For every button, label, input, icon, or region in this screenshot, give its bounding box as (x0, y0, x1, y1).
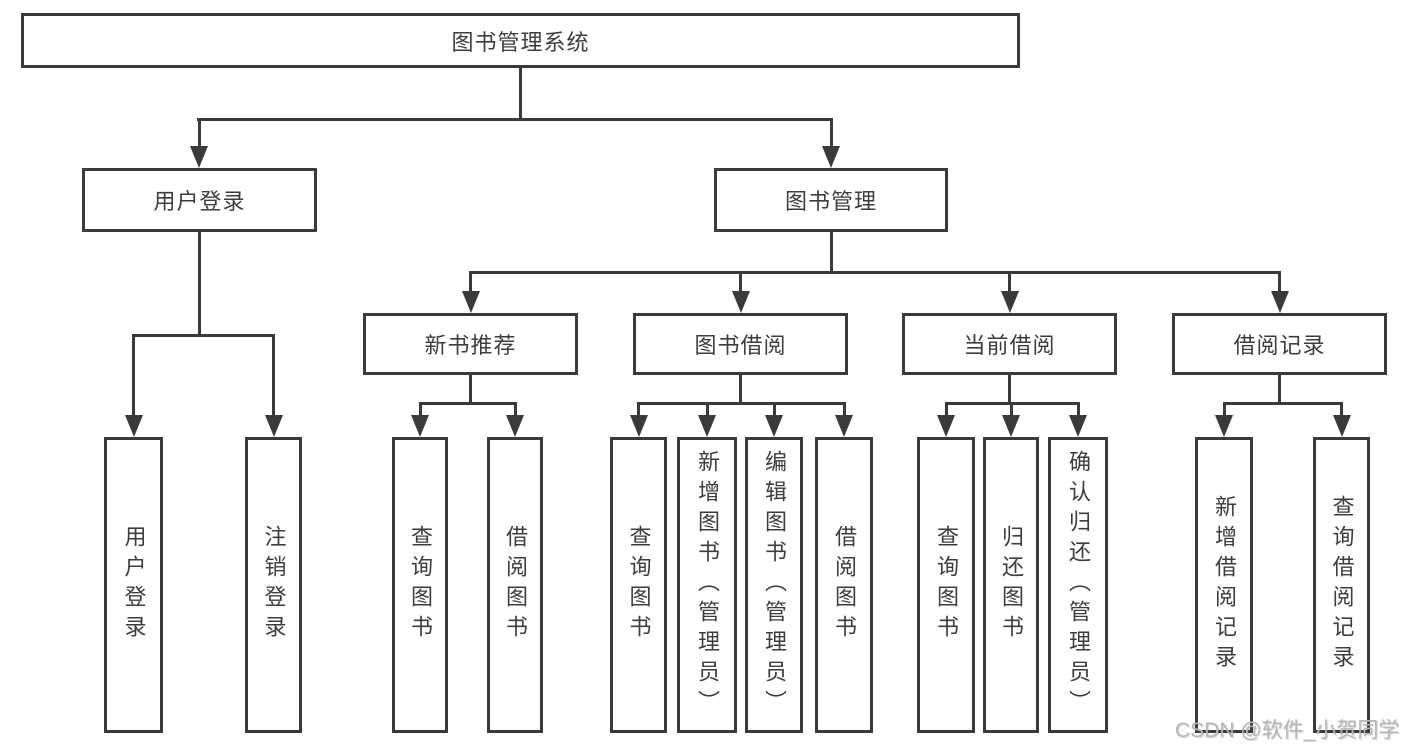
connector-vline (519, 66, 522, 121)
arrow-down-icon (411, 415, 429, 437)
connector-vline (1340, 402, 1343, 419)
connector-vline (829, 118, 833, 150)
arrow-down-icon (765, 415, 783, 437)
connector-vline (1008, 375, 1011, 405)
connector-vline (272, 334, 275, 419)
node-user-login: 用户登录 (82, 168, 317, 232)
arrow-down-icon (124, 415, 143, 437)
connector-hline (197, 118, 832, 121)
arrow-down-icon (629, 415, 648, 437)
node-return-books: 归还图书 (983, 437, 1039, 733)
node-add-borrow-record: 新增借阅记录 (1195, 437, 1253, 733)
node-system-root: 图书管理系统 (21, 13, 1020, 68)
connector-vline (469, 271, 472, 293)
node-borrow-books-recommend: 借阅图书 (487, 437, 543, 733)
arrow-down-icon (698, 415, 716, 437)
node-user-login-action: 用户登录 (104, 437, 163, 733)
connector-vline (772, 402, 776, 419)
connector-vline (637, 402, 640, 419)
connector-hline (469, 271, 1281, 274)
connector-vline (705, 402, 709, 419)
connector-vline (944, 402, 948, 419)
connector-vline (1076, 402, 1080, 419)
connector-hline (418, 402, 517, 405)
node-query-books-current: 查询图书 (917, 437, 975, 733)
connector-vline (469, 375, 472, 405)
connector-vline (1009, 402, 1013, 419)
connector-vline (739, 375, 742, 405)
arrow-down-icon (1002, 415, 1020, 437)
arrow-down-icon (461, 291, 480, 313)
connector-vline (829, 232, 833, 274)
node-add-books-admin: 新增图书（管理员） (677, 437, 737, 733)
node-query-borrow-record: 查询借阅记录 (1313, 437, 1370, 733)
connector-vline (739, 271, 742, 293)
arrow-down-icon (822, 146, 840, 168)
node-new-book-recommend: 新书推荐 (363, 313, 578, 375)
arrow-down-icon (1000, 291, 1019, 313)
arrow-down-icon (1332, 415, 1351, 437)
connector-vline (418, 402, 422, 419)
node-edit-books-admin: 编辑图书（管理员） (745, 437, 803, 733)
node-book-management: 图书管理 (714, 168, 948, 232)
arrow-down-icon (835, 415, 853, 437)
connector-vline (842, 402, 846, 419)
arrow-down-icon (506, 415, 524, 437)
arrow-down-icon (1069, 415, 1087, 437)
connector-vline (1222, 402, 1226, 419)
node-logout-action: 注销登录 (245, 437, 302, 733)
node-book-borrow: 图书借阅 (633, 313, 848, 375)
arrow-down-icon (190, 146, 208, 168)
connector-hline (1222, 402, 1343, 405)
connector-vline (513, 402, 517, 419)
node-borrow-books: 借阅图书 (815, 437, 873, 733)
node-current-borrow: 当前借阅 (902, 313, 1117, 375)
connector-vline (1278, 375, 1281, 405)
node-confirm-return-admin: 确认归还（管理员） (1048, 437, 1108, 733)
csdn-watermark: CSDN @软件_小贺同学 (1175, 719, 1400, 742)
connector-hline (132, 334, 275, 337)
connector-vline (1008, 271, 1011, 293)
connector-vline (197, 232, 201, 337)
arrow-down-icon (1215, 415, 1233, 437)
connector-vline (132, 334, 135, 419)
connector-vline (1278, 271, 1281, 293)
arrow-down-icon (1270, 291, 1289, 313)
arrow-down-icon (731, 291, 750, 313)
arrow-down-icon (937, 415, 955, 437)
connector-hline (637, 402, 845, 405)
node-query-books-borrow: 查询图书 (610, 437, 667, 733)
connector-vline (197, 118, 201, 150)
node-query-books-recommend: 查询图书 (392, 437, 448, 733)
node-borrow-records: 借阅记录 (1172, 313, 1387, 375)
arrow-down-icon (264, 415, 283, 437)
